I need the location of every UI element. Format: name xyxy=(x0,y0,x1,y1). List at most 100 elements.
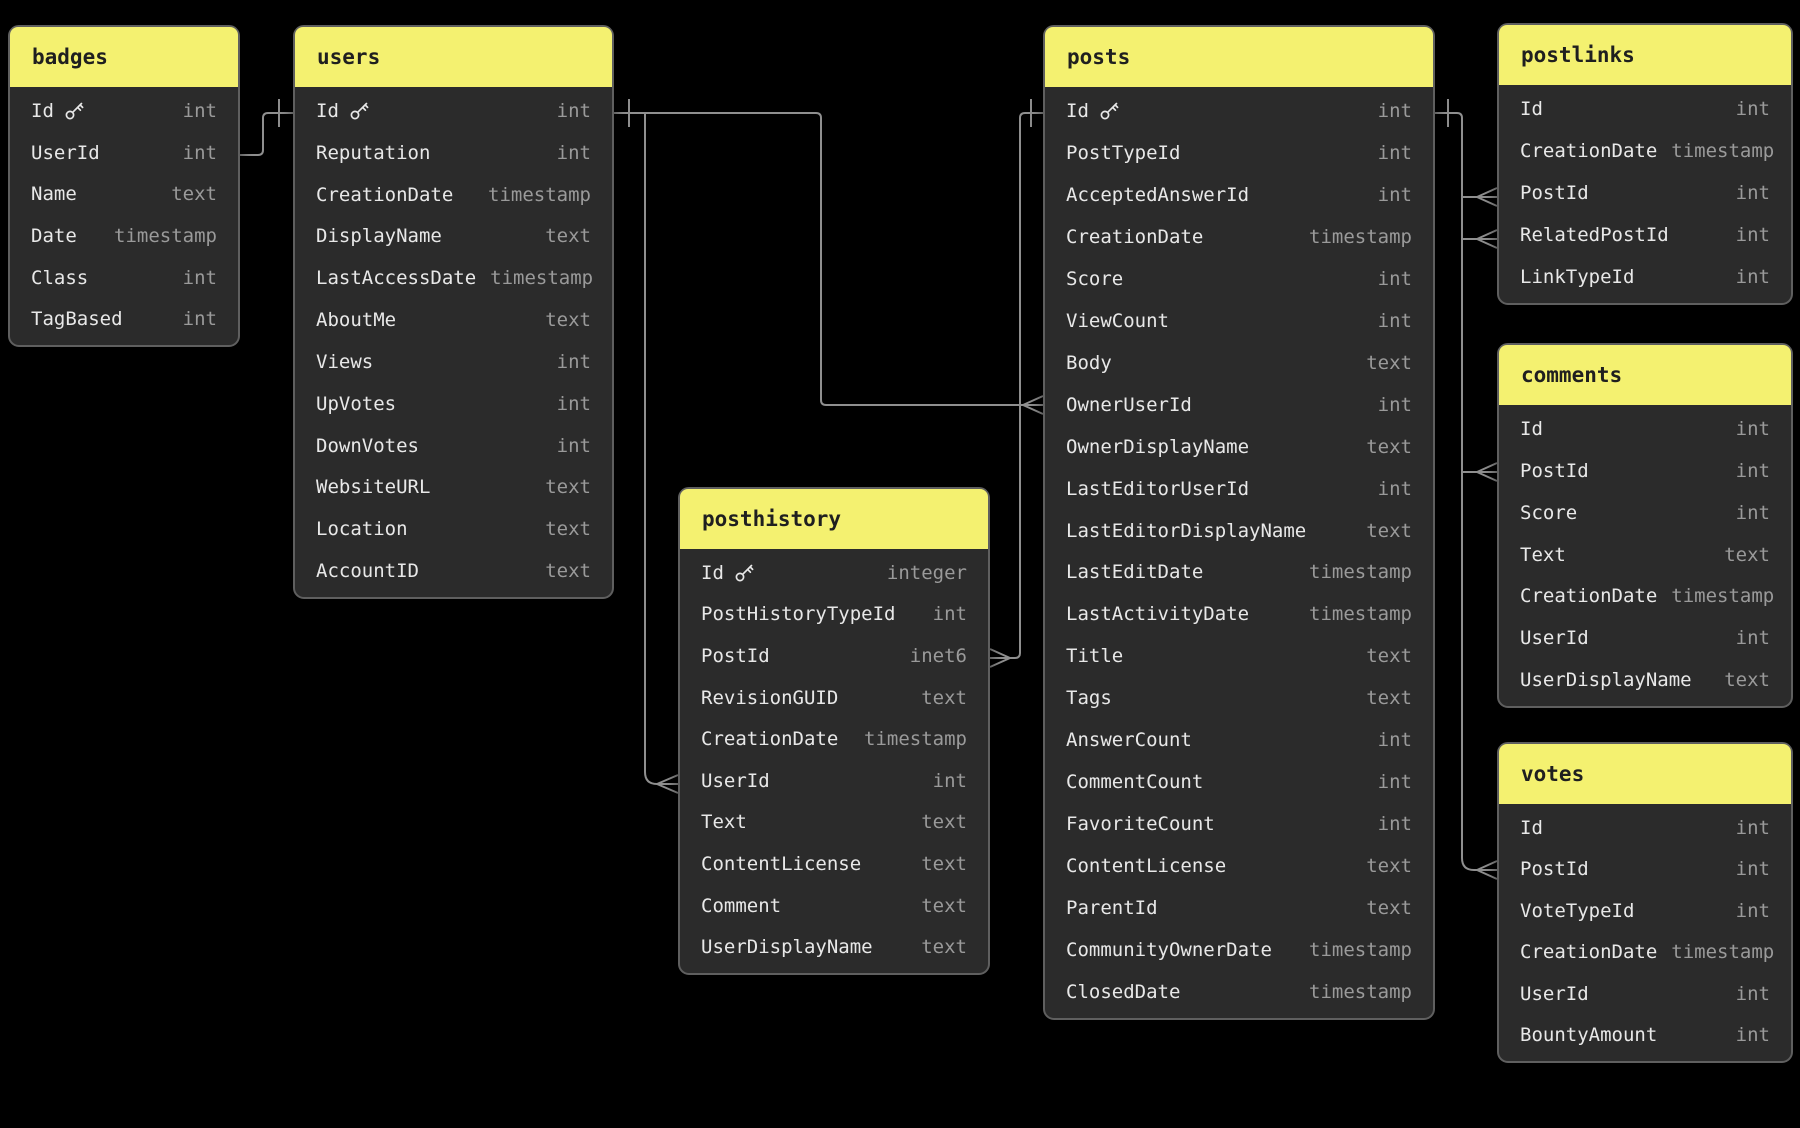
column-row[interactable]: TagBased int xyxy=(10,298,238,340)
table-posthistory-header[interactable]: posthistory xyxy=(680,489,988,549)
column-type: text xyxy=(545,518,591,541)
column-type: inet6 xyxy=(909,644,967,667)
column-type: timestamp xyxy=(490,267,594,290)
column-type: int xyxy=(182,308,217,331)
table-votes-header[interactable]: votes xyxy=(1499,744,1791,804)
column-type: timestamp xyxy=(114,224,217,247)
primary-key-icon xyxy=(734,562,755,583)
column-name: Date xyxy=(31,224,77,247)
column-type: int xyxy=(556,350,591,373)
column-name: CreationDate xyxy=(1066,225,1204,248)
relationship-line-posts.Id-posthistory.PostId xyxy=(989,99,1043,668)
column-type: int xyxy=(1377,477,1412,500)
column-name: Id xyxy=(1520,417,1543,440)
column-name: FavoriteCount xyxy=(1066,813,1215,836)
table-users-header[interactable]: users xyxy=(295,27,612,87)
table-posts-header[interactable]: posts xyxy=(1045,27,1433,87)
column-type: text xyxy=(1366,897,1412,920)
column-type: int xyxy=(1735,816,1770,839)
column-name: AccountID xyxy=(316,560,419,583)
column-row[interactable]: Date timestamp xyxy=(10,215,238,257)
column-name: TagBased xyxy=(31,308,123,331)
column-type: int xyxy=(932,769,967,792)
table-postlinks-header[interactable]: postlinks xyxy=(1499,25,1791,85)
table-comments-header[interactable]: comments xyxy=(1499,345,1791,405)
table-badges-header[interactable]: badges xyxy=(10,27,238,87)
